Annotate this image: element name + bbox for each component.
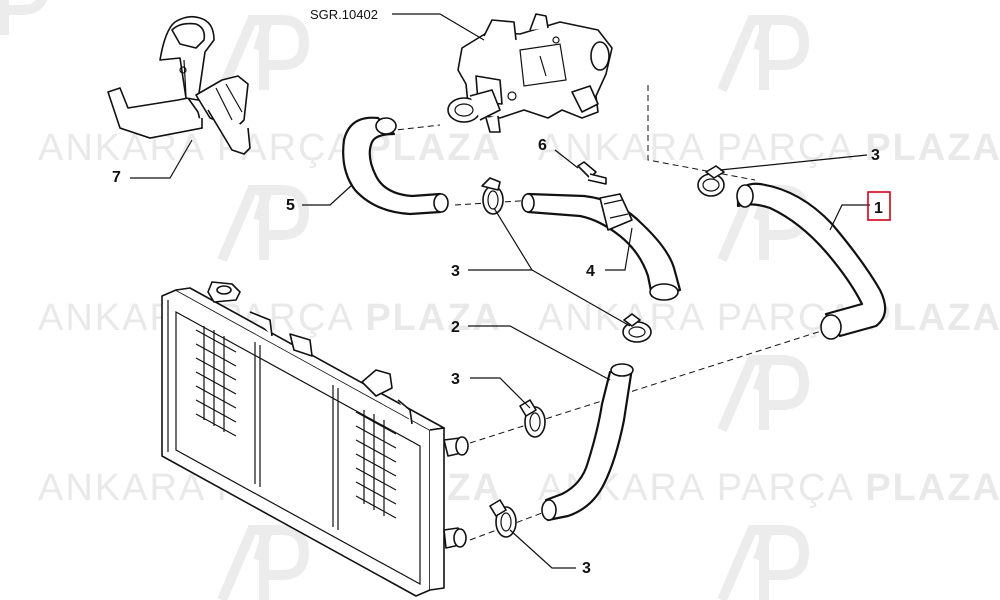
svg-text:ANKARA PARÇA PLAZA: ANKARA PARÇA PLAZA	[538, 467, 1000, 509]
callout-3-lower-1: 3	[451, 371, 460, 388]
radiator	[161, 281, 469, 597]
reference-label: SGR.10402	[310, 7, 378, 22]
radiator-bracket	[107, 15, 251, 155]
leader-5	[302, 184, 353, 206]
leader-ref	[392, 13, 485, 41]
leader-3-upper-right	[719, 154, 868, 171]
callout-1: 1	[874, 200, 883, 217]
leader-7	[130, 139, 193, 179]
thermostat-hose	[342, 116, 449, 216]
thermostat-housing	[447, 13, 613, 133]
leader-1	[829, 204, 870, 231]
clamp-upper-right	[697, 165, 725, 197]
callout-2: 2	[451, 319, 460, 336]
upper-radiator-hose	[736, 182, 887, 340]
callout-4: 4	[586, 263, 595, 280]
watermark-logos	[0, 0, 804, 600]
svg-text:ANKARA PARÇA PLAZA: ANKARA PARÇA PLAZA	[538, 297, 1000, 339]
watermark-text-rows: ANKARA PARÇA PLAZA ANKARA PARÇA PLAZA AN…	[38, 127, 1000, 509]
leader-3-lower-2	[509, 529, 576, 569]
leader-6	[554, 149, 579, 169]
callout-6: 6	[538, 137, 547, 154]
callout-3-lower-2: 3	[582, 560, 591, 577]
callout-3-middle: 3	[451, 263, 460, 280]
callout-5: 5	[286, 197, 295, 214]
svg-text:ANKARA PARÇA PLAZA: ANKARA PARÇA PLAZA	[38, 127, 502, 169]
callout-3-upper-right: 3	[871, 147, 880, 164]
lower-radiator-hose	[541, 363, 634, 522]
clamp-lower-1	[519, 399, 546, 438]
leader-3-lower-1	[470, 377, 531, 409]
bolt	[577, 161, 607, 185]
svg-text:ANKARA PARÇA PLAZA: ANKARA PARÇA PLAZA	[538, 127, 1000, 169]
highlight-box	[867, 191, 891, 221]
clamp-upper-left	[481, 177, 504, 215]
hose-clamps	[481, 165, 725, 538]
leader-4	[605, 227, 633, 271]
leader-3-middle	[468, 207, 631, 327]
clamp-lower-2	[489, 499, 517, 538]
connecting-pipe	[521, 192, 682, 301]
leader-2	[468, 325, 611, 381]
leader-lines	[130, 13, 870, 569]
callout-7: 7	[112, 169, 121, 186]
callout-labels: SGR.10402 1 2 3 3 3 3 4 5 6 7	[112, 7, 891, 577]
clamp-middle	[622, 313, 652, 343]
radiator-fins	[195, 326, 397, 519]
